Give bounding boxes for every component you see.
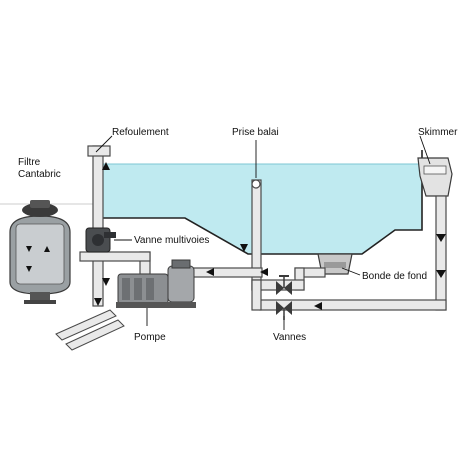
arrow-down <box>240 244 248 252</box>
arrow-down <box>26 266 32 272</box>
arrow-down <box>436 234 446 242</box>
arrow-up <box>102 162 110 170</box>
label-cantabric: Cantabric <box>18 169 61 180</box>
arrow-left <box>206 268 214 276</box>
label-skimmer: Skimmer <box>418 127 458 138</box>
arrow-down <box>26 246 32 252</box>
valve-1[interactable] <box>276 275 292 295</box>
label-filtre: Filtre <box>18 157 41 168</box>
pump <box>116 259 196 308</box>
label-bonde-de-fond: Bonde de fond <box>362 271 427 282</box>
label-prise-balai: Prise balai <box>232 127 279 138</box>
pool-water <box>102 164 422 254</box>
label-vannes: Vannes <box>273 332 306 343</box>
label-refoulement: Refoulement <box>112 127 169 138</box>
skimmer <box>417 157 453 197</box>
vanne-multivoies[interactable] <box>85 227 116 253</box>
leader-lines <box>95 135 431 330</box>
waste-pipe <box>55 309 125 351</box>
label-vanne-multivoies: Vanne multivoies <box>134 235 209 246</box>
arrow-left <box>314 302 322 310</box>
pool-walls <box>101 150 423 255</box>
arrow-left <box>260 268 268 276</box>
arrow-down <box>436 270 446 278</box>
flow-arrows <box>26 162 446 310</box>
arrow-down <box>94 298 102 306</box>
label-pompe: Pompe <box>134 332 166 343</box>
pump-filter-pipe <box>79 251 151 275</box>
arrow-up <box>44 246 50 252</box>
filter-cantabric <box>9 200 71 304</box>
arrow-down <box>102 278 110 286</box>
